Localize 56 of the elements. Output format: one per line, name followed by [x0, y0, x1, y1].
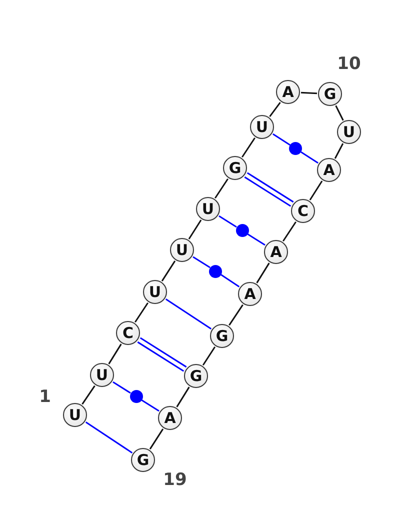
pair-dot [130, 390, 142, 403]
backbone-line [214, 178, 228, 199]
backbone-line [256, 262, 270, 284]
position-number: 10 [337, 54, 361, 74]
base-pair-line [141, 399, 160, 412]
base-pair-line [247, 233, 266, 246]
nucleotide-circle: G [223, 156, 247, 180]
nucleotide-circle: U [250, 115, 274, 139]
backbone-line [335, 105, 344, 121]
backbone-line [161, 260, 176, 282]
nucleotide-circle: C [291, 199, 315, 223]
nucleotide-circle: C [116, 321, 140, 345]
nucleotide-circle: G [184, 364, 208, 388]
base-pair-line [300, 151, 318, 164]
backbone-line [176, 386, 190, 408]
nucleotide-circle: A [158, 406, 182, 430]
nucleotide-circle: G [318, 82, 342, 106]
nucleotide-circle: G [131, 448, 155, 472]
base-pair-line [192, 256, 210, 268]
backbone-line [188, 220, 202, 240]
nucleotide-circle: G [210, 324, 234, 348]
double-base-pair-line [137, 337, 187, 372]
nucleotide-circle: U [337, 120, 361, 144]
backbone-line [108, 344, 122, 364]
backbone-line [300, 92, 318, 94]
position-number: 19 [163, 470, 187, 490]
base-pair-line [85, 422, 133, 454]
nucleotide-circle: U [90, 363, 114, 387]
position-number: 1 [39, 387, 51, 407]
backbone-line [269, 102, 281, 118]
nucleotide-circle: A [276, 80, 300, 104]
backbone-line [309, 180, 323, 200]
base-pair-line [272, 133, 290, 146]
backbone-line [82, 385, 96, 405]
pair-dot [289, 142, 302, 155]
backbone-line [202, 346, 216, 366]
nucleotide-circle: U [63, 403, 87, 427]
nucleotide-circle: A [238, 282, 262, 306]
base-pair-line [218, 215, 237, 228]
double-base-pair-line [244, 172, 294, 207]
backbone-line [134, 302, 148, 323]
base-pair-line [165, 298, 212, 330]
pair-dot [236, 224, 248, 237]
base-pair-line [112, 381, 131, 394]
pair-dot [209, 264, 222, 278]
base-pair-line [220, 274, 240, 288]
nucleotide-circle: U [143, 280, 167, 304]
nucleotide-circle: A [264, 240, 288, 264]
nucleotide-circle: A [317, 158, 341, 182]
backbone-line [334, 143, 344, 159]
backbone-line [149, 428, 164, 450]
nucleotide-circle: U [196, 197, 220, 221]
backbone-line [242, 137, 256, 158]
backbone-line [282, 221, 296, 242]
backbone-line [228, 304, 244, 326]
nucleotide-circle: U [170, 238, 194, 262]
